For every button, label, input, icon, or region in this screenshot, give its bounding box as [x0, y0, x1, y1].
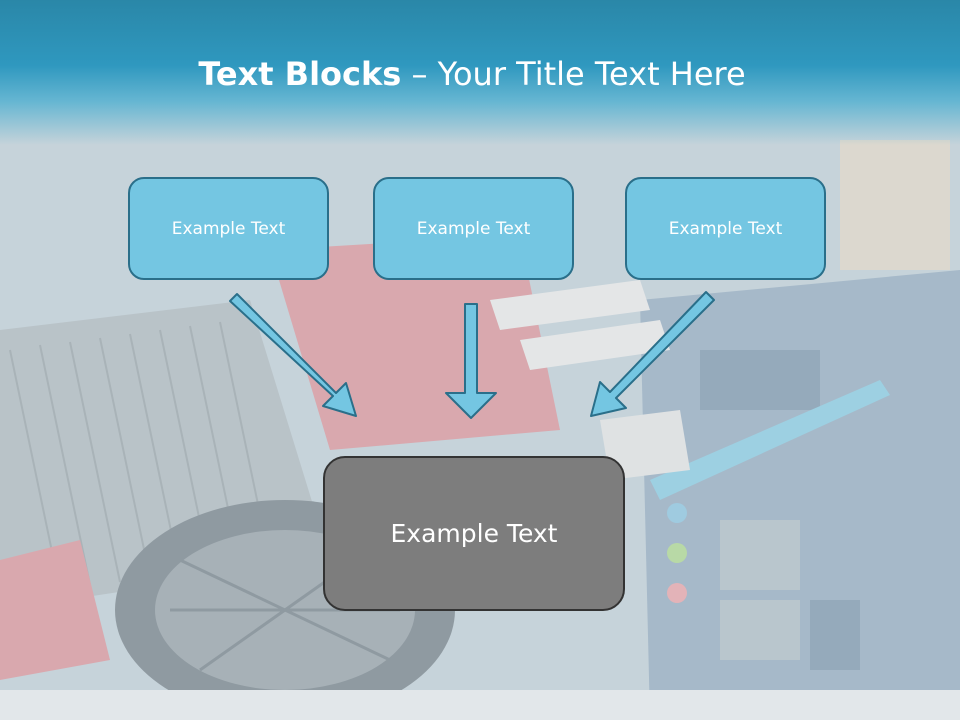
slide-title: Text Blocks – Your Title Text Here	[0, 52, 944, 96]
text-block-left-label: Example Text	[171, 218, 286, 239]
center-target-block-label: Example Text	[390, 519, 558, 548]
text-block-center[interactable]: Example Text	[373, 177, 574, 280]
center-target-block[interactable]: Example Text	[323, 456, 625, 611]
text-block-left[interactable]: Example Text	[128, 177, 329, 280]
text-block-center-label: Example Text	[416, 218, 531, 239]
slide-title-rest: – Your Title Text Here	[401, 55, 746, 93]
title-bar	[0, 0, 960, 145]
slide-title-bold: Text Blocks	[198, 55, 402, 93]
text-block-right-label: Example Text	[668, 218, 783, 239]
text-block-right[interactable]: Example Text	[625, 177, 826, 280]
